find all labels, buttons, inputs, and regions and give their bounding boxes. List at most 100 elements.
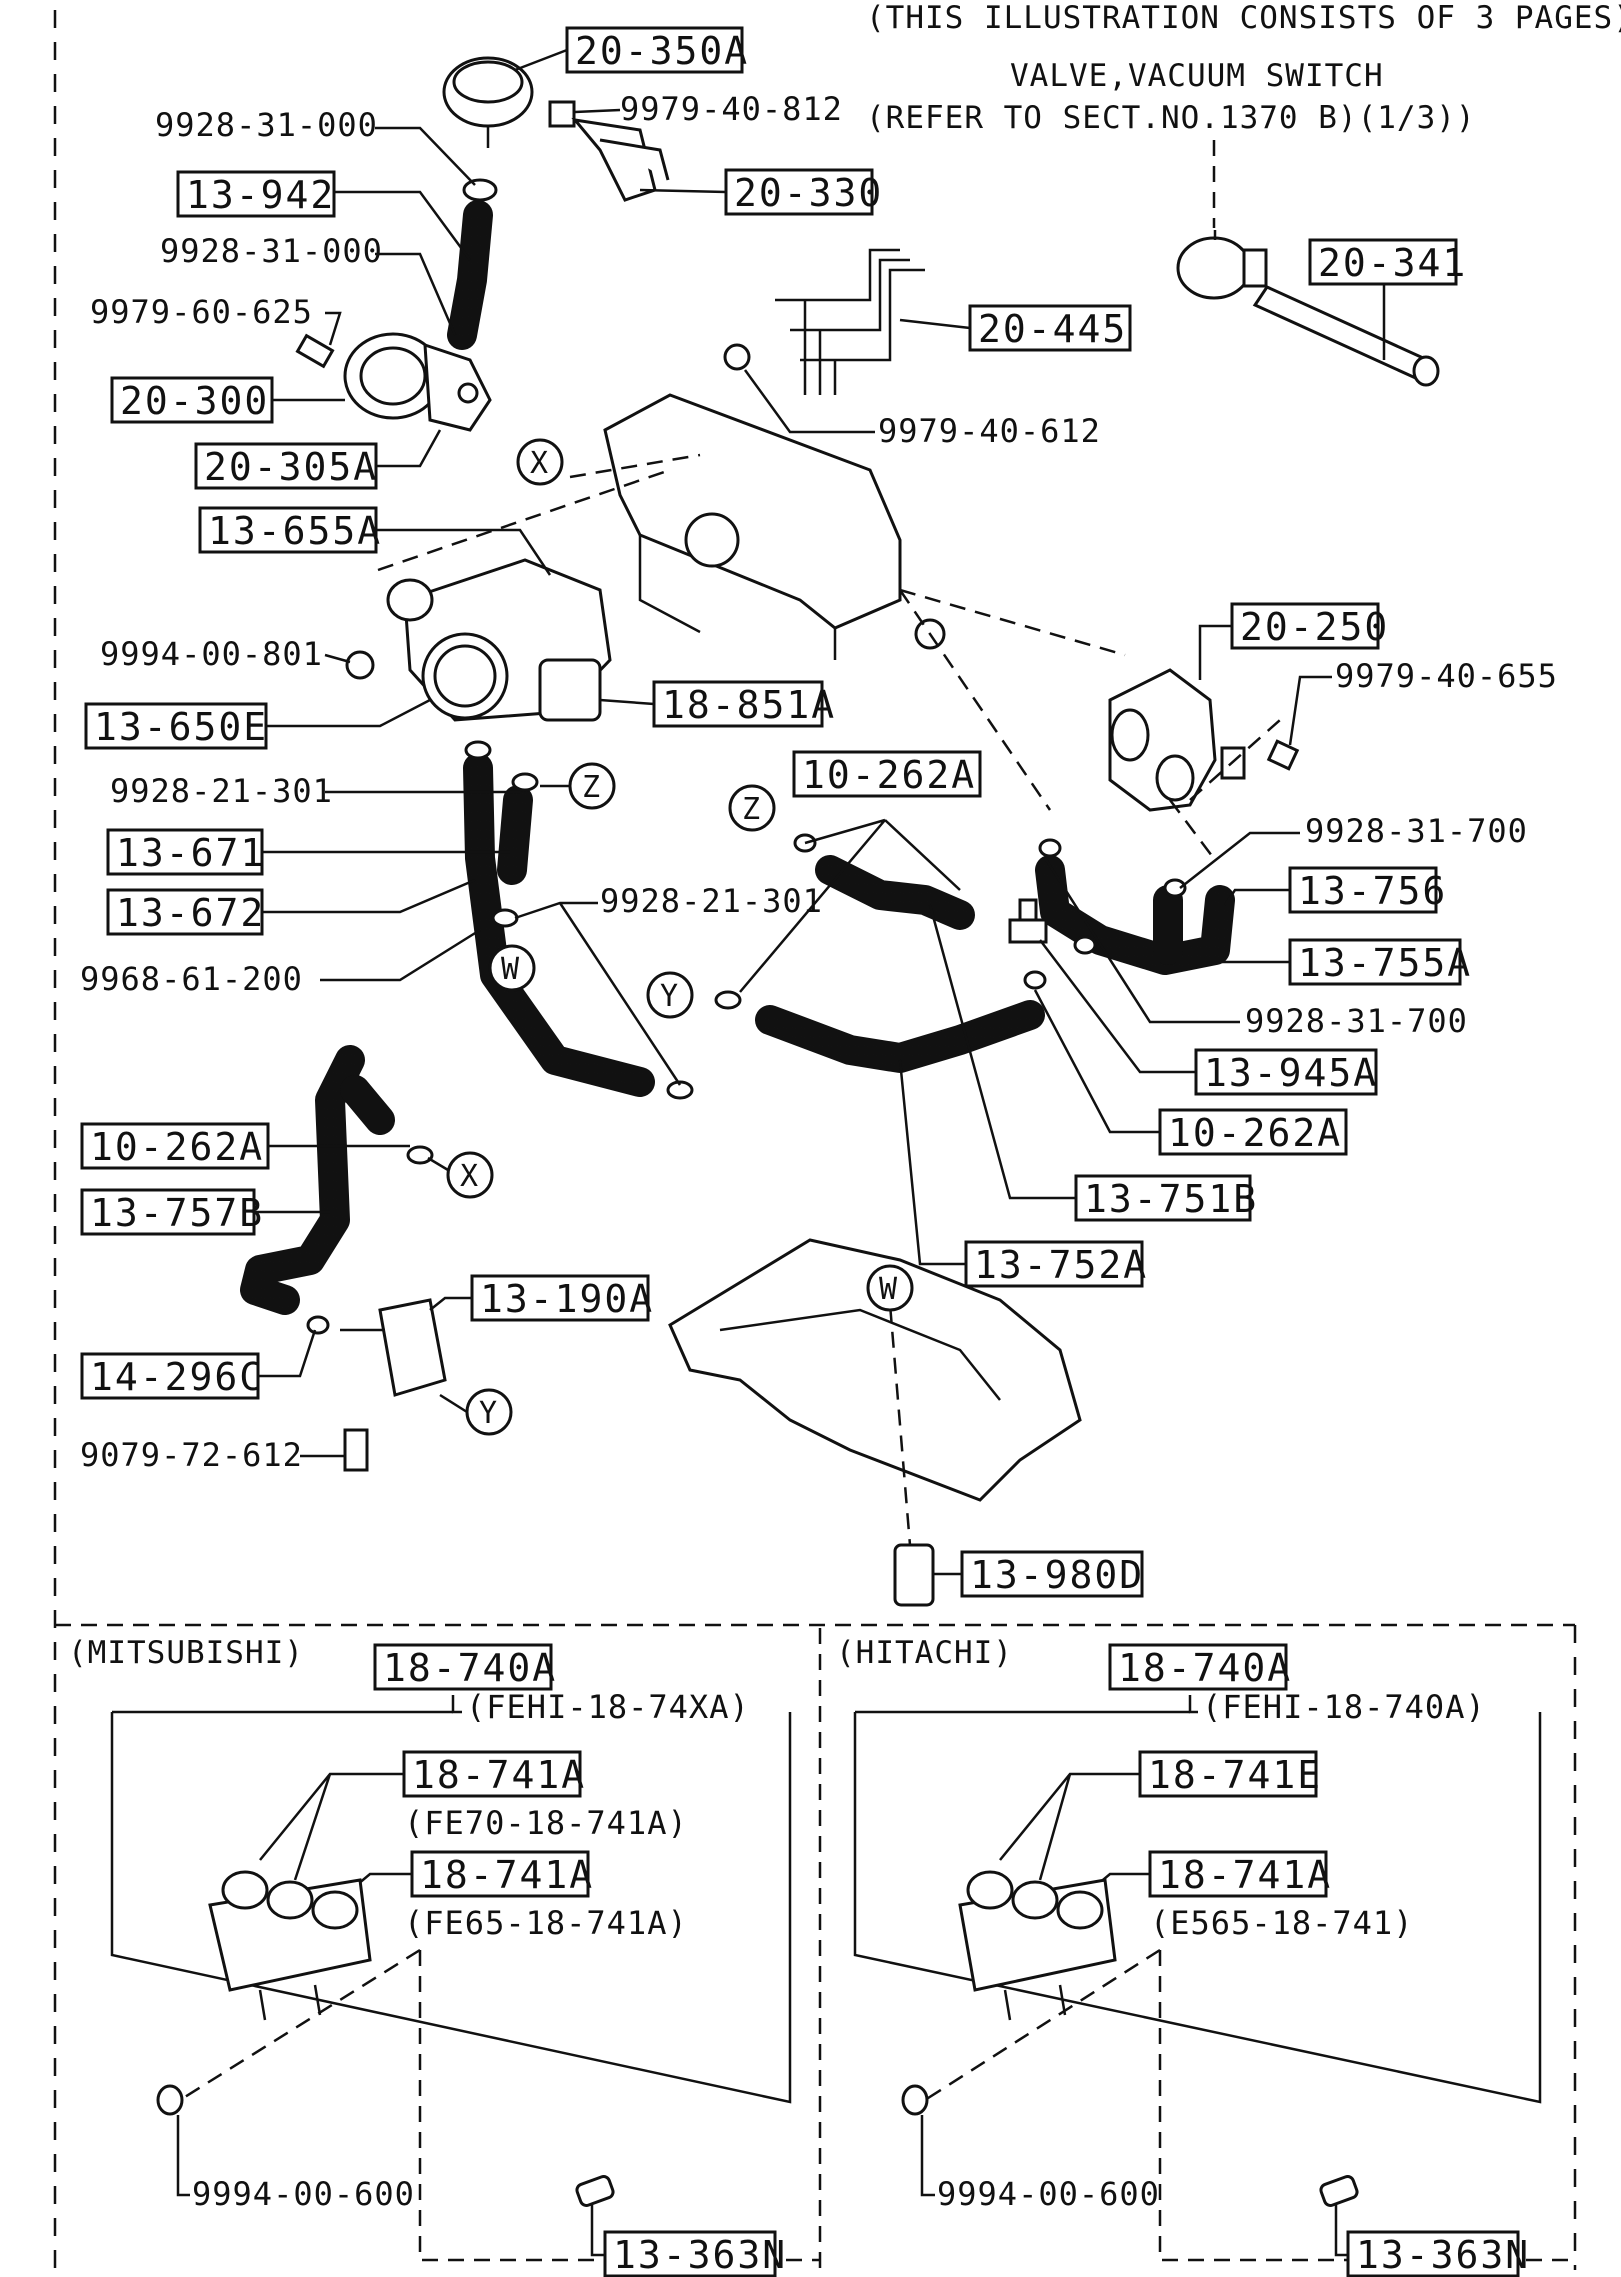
vacuum-diaphragm-part	[442, 56, 534, 148]
callout-13-672: 13-672	[106, 878, 476, 936]
t-joint-13-945A	[1008, 898, 1048, 944]
mitsubishi-sensor-number: 13-363N	[613, 2233, 787, 2277]
intake-manifold-part	[668, 1238, 1082, 1607]
reference-lines	[377, 230, 1281, 861]
callout-18-851A: 18-851A	[599, 680, 836, 728]
mitsubishi-assy: 18-740A	[383, 1646, 557, 1690]
callout-13-755A: 13-755A	[1220, 938, 1470, 986]
callout-13-945A: 13-945A	[1039, 939, 1378, 1096]
callout-13-942: 13-942	[176, 170, 472, 261]
mitsubishi-valve2: 18-741A	[420, 1853, 594, 1897]
callout-20-300: 20-300	[110, 376, 345, 424]
ref-marker-x-left: X	[427, 1151, 494, 1199]
svg-text:20-445: 20-445	[978, 307, 1127, 351]
hitachi-nut-number: 9994-00-600	[937, 2175, 1160, 2213]
svg-text:20-350A: 20-350A	[575, 29, 749, 73]
mitsubishi-panel: (MITSUBISHI) 18-740A (FEHI-18-74XA) 18-7…	[68, 1635, 820, 2277]
part-number: 9928-21-301	[600, 882, 823, 920]
svg-text:10-262A: 10-262A	[90, 1125, 264, 1169]
svg-text:13-980D: 13-980D	[970, 1553, 1144, 1597]
hose-13-757B	[240, 1045, 395, 1315]
callout-10-262A-top: 10-262A	[739, 750, 982, 993]
mitsubishi-nut-number: 9994-00-600	[192, 2175, 415, 2213]
mitsubishi-title: (MITSUBISHI)	[68, 1635, 304, 1671]
callout-10-262A-mid: 10-262A	[1033, 989, 1348, 1156]
mitsubishi-assy-code: (FEHI-18-74XA)	[466, 1688, 750, 1726]
callout-20-250: 20-250	[1198, 602, 1389, 680]
valve-reference: (REFER TO SECT.NO.1370 B)(1/3))	[866, 100, 1476, 136]
callout-13-756: 13-756	[1223, 866, 1447, 914]
vacuum-switch-valve-part	[1176, 236, 1440, 387]
callout-20-350A: 20-350A	[514, 26, 749, 74]
svg-text:X: X	[460, 1159, 478, 1194]
part-number: 9928-31-700	[1305, 812, 1528, 850]
hitachi-panel: (HITACHI) 18-740A (FEHI-18-740A) 18-741E…	[836, 1635, 1575, 2277]
svg-text:13-752A: 13-752A	[974, 1243, 1148, 1287]
ref-marker-z-top: Z	[540, 762, 616, 810]
mitsubishi-valve2-code: (FE65-18-741A)	[404, 1904, 688, 1942]
callout-10-262A-left: 10-262A	[80, 1122, 410, 1170]
vacuum-pipe-part	[723, 248, 925, 395]
part-number: 9928-31-000	[160, 232, 383, 270]
vacuum-hose-13-942	[447, 178, 498, 350]
mitsubishi-sensor	[575, 2175, 615, 2207]
valve-13-190A	[340, 1298, 447, 1472]
callout-13-757B: 13-757B	[80, 1188, 330, 1236]
hitachi-sensor	[1319, 2175, 1359, 2207]
ref-marker-z-mid: Z	[728, 784, 776, 832]
callout-13-751B: 13-751B	[928, 904, 1258, 1222]
part-number: 9979-60-625	[90, 293, 313, 331]
mitsubishi-valve1-code: (FE70-18-741A)	[404, 1804, 688, 1842]
callout-13-655A: 13-655A	[198, 506, 552, 576]
mitsubishi-solenoid-valves	[208, 1870, 372, 2021]
intake-plenum-part	[603, 393, 946, 660]
svg-text:Z: Z	[582, 770, 600, 805]
part-number: 9994-00-801	[100, 635, 323, 673]
hitachi-valve2: 18-741A	[1158, 1853, 1332, 1897]
ref-marker-w-right: W	[866, 1264, 914, 1312]
svg-text:13-190A: 13-190A	[480, 1277, 654, 1321]
part-number: 9079-72-612	[80, 1436, 303, 1474]
callout-20-305A: 20-305A	[194, 429, 442, 490]
hitachi-sensor-number: 13-363N	[1356, 2233, 1530, 2277]
hitachi-solenoid-valves	[958, 1870, 1117, 2021]
callout-13-671: 13-671	[106, 828, 510, 876]
bracket-part	[548, 100, 670, 202]
hitachi-assy-code: (FEHI-18-740A)	[1202, 1688, 1486, 1726]
part-number-labels: 9928-31-000 9979-40-812 9928-31-000 9979…	[80, 90, 1557, 1474]
ref-marker-y-bottom: Y	[439, 1388, 513, 1436]
ref-marker-x-top: X	[516, 438, 564, 486]
hose-clamps	[306, 740, 1187, 1335]
svg-text:14-296C: 14-296C	[90, 1355, 264, 1399]
throttle-body-part	[345, 558, 612, 722]
pages-note: (THIS ILLUSTRATION CONSISTS OF 3 PAGES)	[866, 0, 1621, 36]
callout-20-330: 20-330	[639, 168, 883, 216]
part-number: 9928-21-301	[110, 772, 333, 810]
hitachi-nut	[901, 2084, 929, 2116]
callout-14-296C: 14-296C	[80, 1329, 317, 1400]
svg-text:W: W	[879, 1272, 898, 1307]
svg-text:20-305A: 20-305A	[204, 445, 378, 489]
callout-13-190A: 13-190A	[429, 1274, 654, 1322]
mitsubishi-valve1: 18-741A	[412, 1753, 586, 1797]
svg-text:13-751B: 13-751B	[1084, 1177, 1258, 1221]
svg-text:20-330: 20-330	[734, 171, 883, 215]
hose-13-755A-756	[1035, 855, 1235, 975]
svg-text:Y: Y	[479, 1396, 497, 1431]
callout-13-980D: 13-980D	[933, 1550, 1144, 1598]
svg-text:13-756: 13-756	[1298, 869, 1447, 913]
svg-text:13-672: 13-672	[116, 891, 265, 935]
svg-text:W: W	[501, 952, 520, 987]
callout-13-752A: 13-752A	[898, 1059, 1148, 1288]
svg-text:18-851A: 18-851A	[662, 683, 836, 727]
svg-text:13-655A: 13-655A	[208, 509, 382, 553]
callout-13-650E: 13-650E	[84, 698, 431, 750]
svg-text:13-945A: 13-945A	[1204, 1051, 1378, 1095]
part-number: 9979-40-612	[878, 412, 1101, 450]
svg-text:20-250: 20-250	[1240, 605, 1389, 649]
part-number: 9968-61-200	[80, 960, 303, 998]
svg-text:13-650E: 13-650E	[94, 705, 268, 749]
solenoid-valve-part	[1108, 668, 1300, 812]
hitachi-title: (HITACHI)	[836, 1635, 1013, 1671]
